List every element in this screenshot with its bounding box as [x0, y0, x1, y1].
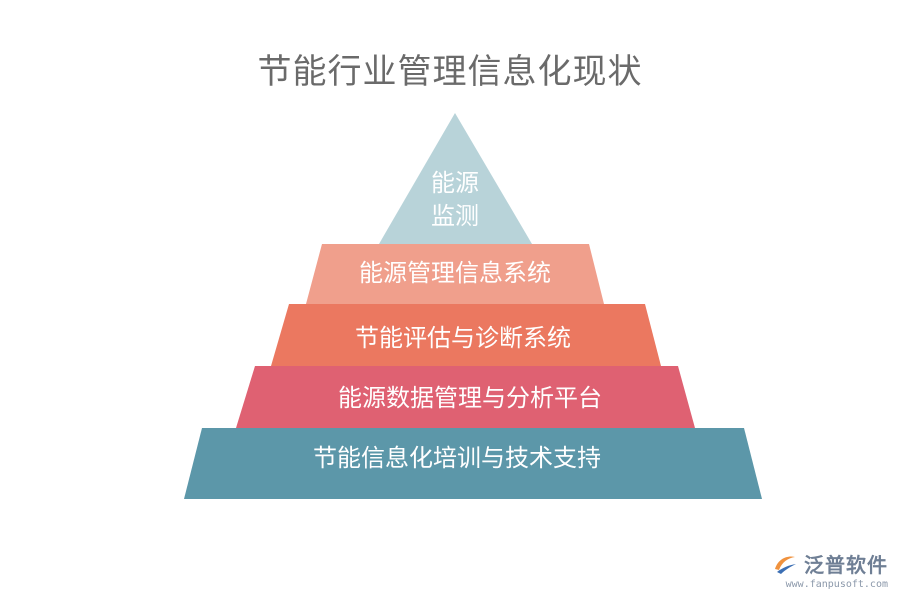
- watermark-brand-name: 泛普软件: [804, 553, 888, 577]
- logo-swoosh-orange: [775, 556, 795, 570]
- pyramid-level-3: [271, 304, 661, 366]
- pyramid-level-4-label: 能源数据管理与分析平台: [338, 384, 602, 412]
- pyramid-level-1-line-1: 能源: [431, 169, 479, 197]
- logo-swoosh-blue: [777, 563, 796, 574]
- pyramid-level-5: [184, 428, 762, 499]
- pyramid-level-4: [236, 366, 695, 428]
- pyramid-level-1-line-2: 监测: [431, 202, 479, 230]
- pyramid-level-2-label: 能源管理信息系统: [359, 259, 551, 287]
- pyramid-level-1: [379, 113, 532, 244]
- fanpu-logo-icon: [772, 553, 798, 575]
- pyramid-level-5-label: 节能信息化培训与技术支持: [313, 444, 601, 472]
- watermark-url: www.fanpusoft.com: [785, 579, 888, 590]
- pyramid-level-3-label: 节能评估与诊断系统: [355, 324, 571, 352]
- page-title: 节能行业管理信息化现状: [257, 52, 643, 92]
- watermark: 泛普软件 www.fanpusoft.com: [758, 549, 888, 590]
- pyramid-level-2: [306, 244, 604, 304]
